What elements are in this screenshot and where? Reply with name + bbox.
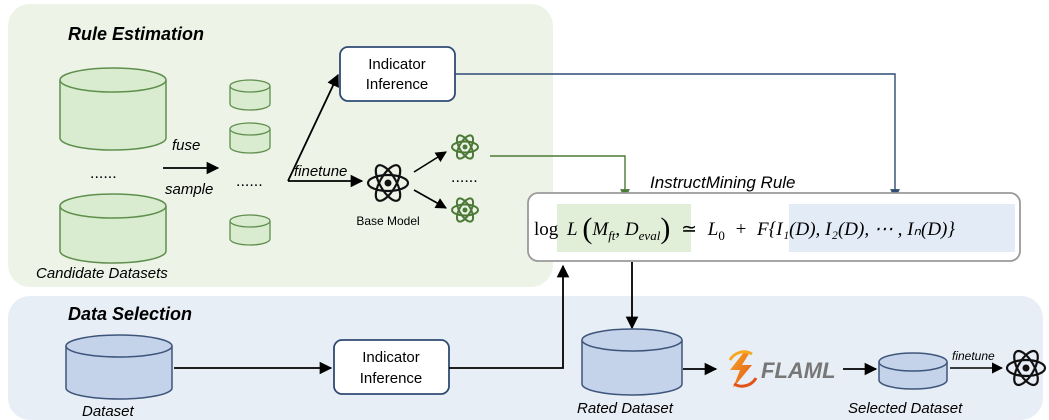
finetuned-model-atom-icon	[451, 197, 479, 223]
data-selection-panel	[8, 296, 1043, 420]
rule-title: InstructMining Rule	[650, 173, 796, 192]
base-model-atom-icon	[366, 164, 410, 202]
to-finetuned-model-arrow	[413, 189, 447, 209]
rule-estimation-title: Rule Estimation	[68, 24, 204, 44]
data-selection-title: Data Selection	[68, 304, 192, 324]
rule-formula: log L (Mft, Deval) ≃ L0 + F{I₁(D), I₂(D)…	[534, 212, 955, 245]
indicator-top-line1: Indicator	[368, 56, 426, 73]
indicator-to-rule-arrow	[449, 264, 570, 369]
finetune-label: finetune	[294, 163, 347, 180]
candidate-dots: ......	[90, 165, 117, 182]
finetune-small-label: finetune	[952, 349, 995, 363]
indicator-bottom-line1: Indicator	[362, 349, 420, 366]
sampled-dots: ......	[236, 173, 263, 190]
candidate-datasets-label: Candidate Datasets	[36, 265, 168, 282]
loss-connector-arrow	[490, 155, 630, 199]
final-model-atom-icon	[1005, 349, 1047, 387]
selected-dataset-label: Selected Dataset	[848, 400, 963, 417]
candidate-dataset-cylinder	[59, 67, 167, 151]
flaml-bolt-icon	[730, 352, 752, 388]
finetuned-model-atom-icon	[451, 134, 479, 160]
loss-term-highlight	[557, 204, 691, 252]
dataset-cylinder	[65, 334, 173, 400]
dataset-label: Dataset	[82, 403, 135, 420]
rated-dataset-cylinder	[581, 328, 683, 396]
selected-dataset-cylinder	[878, 352, 948, 390]
base-model-label: Base Model	[356, 214, 419, 228]
candidate-dataset-cylinder	[59, 193, 167, 264]
to-finetuned-model-arrow	[413, 151, 447, 173]
fuse-label: fuse	[172, 137, 200, 154]
indicator-top-line2: Inference	[366, 76, 429, 93]
rated-dataset-label: Rated Dataset	[577, 400, 674, 417]
indicator-inference-bottom-box	[333, 339, 450, 395]
indicator-bottom-line2: Inference	[360, 370, 423, 387]
flaml-logo: FLAML	[728, 350, 836, 388]
flaml-text: FLAML	[761, 358, 836, 383]
indicator-connector-arrow	[455, 73, 900, 199]
sampled-subset-cylinder	[229, 214, 271, 246]
sampled-subset-cylinder	[229, 79, 271, 111]
sampled-subset-cylinder	[229, 122, 271, 154]
finetuned-dots: ......	[451, 169, 478, 186]
to-indicator-top-arrow	[287, 73, 339, 182]
indicator-terms-highlight	[789, 204, 1015, 252]
sample-label: sample	[165, 181, 213, 198]
